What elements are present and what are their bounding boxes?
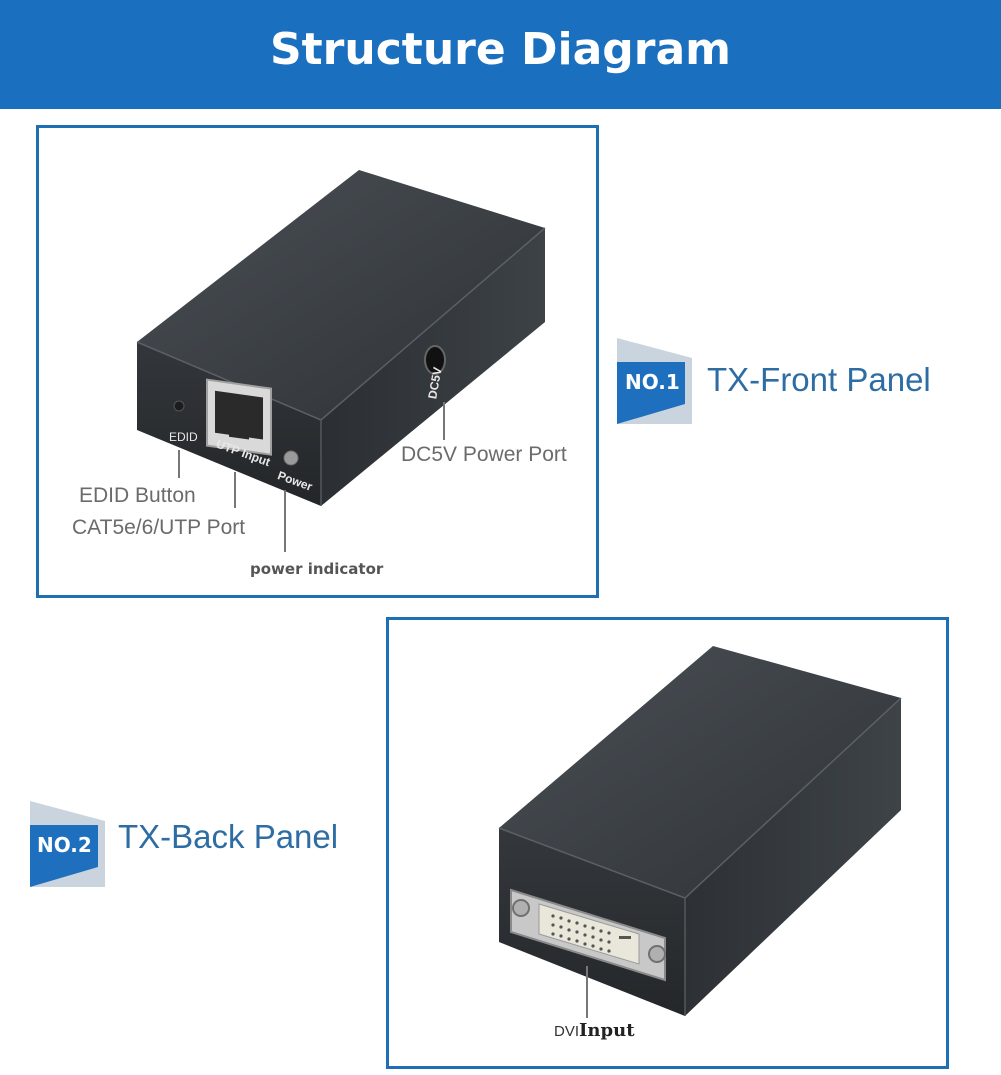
front-panel-frame: EDID UTP Input Power DC5V DC5V Power Por… [36,125,599,598]
back-device-illustration [498,646,902,1018]
dvi-input-suffix: Input [579,1020,635,1041]
rj45-port-icon [206,378,272,456]
dvi-input-label: DVIInput [554,1020,635,1041]
dc-jack-icon [424,345,446,375]
back-panel-frame: DVIInput [386,617,949,1069]
power-led-icon [283,450,299,466]
page-title: Structure Diagram [269,24,732,75]
badge-no2-icon [30,801,105,887]
badge-no2-label: NO.2 [37,833,92,857]
edid-device-label: EDID [169,430,198,444]
back-panel-title: TX-Back Panel [118,818,339,855]
front-panel-title: TX-Front Panel [707,361,931,398]
power-indicator-label: power indicator [250,560,384,578]
front-device-top [137,170,545,420]
dvi-port-icon [510,888,666,982]
cat-port-label: CAT5e/6/UTP Port [72,516,246,539]
edid-button-icon [173,400,185,412]
front-device-illustration [136,170,546,552]
header-banner: Structure Diagram [0,0,1001,109]
dvi-input-prefix: DVI [554,1023,580,1040]
badge-no1-label: NO.1 [625,370,680,394]
dc-power-port-label: DC5V Power Port [401,443,567,466]
edid-button-label: EDID Button [79,484,196,507]
badge-no1-icon [617,338,692,424]
